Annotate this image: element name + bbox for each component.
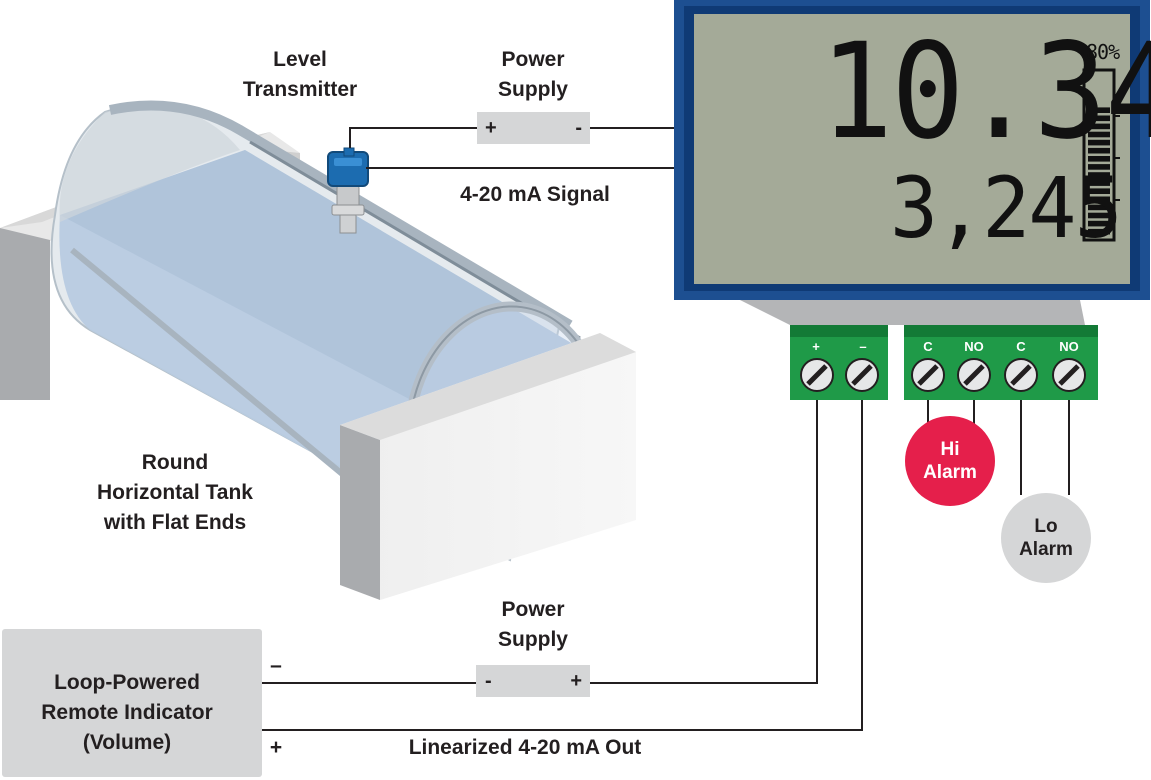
power-supply-bottom: - + (476, 665, 590, 697)
level-transmitter (327, 147, 369, 234)
screw-slot (1058, 364, 1080, 386)
alarm-line: Hi (940, 439, 960, 460)
terminal-label-no2: NO (1059, 339, 1079, 354)
label-line: Supply (497, 628, 568, 651)
terminal-screws (800, 358, 1086, 392)
bargraph-segment (1088, 204, 1110, 211)
alarm-line: Alarm (923, 462, 977, 483)
secondary-reading: 3,245 (890, 159, 1123, 257)
bargraph-segment (1088, 196, 1110, 203)
screw-slot (1010, 364, 1032, 386)
screw-slot (963, 364, 985, 386)
bargraph-segment (1088, 123, 1110, 130)
terminal-label-c2: C (1016, 339, 1026, 354)
label-line: Transmitter (242, 78, 358, 101)
bargraph-segment (1088, 212, 1110, 219)
screw-slot (806, 364, 828, 386)
label-line: (Volume) (82, 731, 172, 754)
signal-label: 4-20 mA Signal (460, 183, 610, 206)
remote-minus: – (270, 654, 282, 677)
bargraph-segment (1088, 139, 1110, 146)
bargraph-segment (1088, 228, 1110, 235)
hi-alarm: Hi Alarm (905, 416, 995, 506)
level-transmitter-label: Level Transmitter (225, 45, 375, 105)
tank-label: Round Horizontal Tank with Flat Ends (70, 448, 280, 538)
bargraph-segment (1088, 115, 1110, 122)
label-line: Round (141, 451, 209, 474)
minus-symbol: - (575, 117, 582, 139)
label-line: with Flat Ends (103, 511, 247, 534)
bargraph-segment (1088, 156, 1110, 162)
wiring-top (349, 127, 674, 169)
remote-plus: + (269, 736, 283, 759)
remote-indicator (2, 629, 262, 777)
power-supply-top: + - (477, 112, 590, 144)
terminal-label-no1: NO (964, 339, 984, 354)
panel-meter (674, 0, 1150, 325)
alarm-line: Alarm (1019, 539, 1073, 560)
power-supply-top-label: Power Supply (463, 45, 603, 105)
bargraph-segment (1088, 220, 1110, 227)
wiring-bottom (262, 400, 863, 731)
alarm-line: Lo (1034, 516, 1058, 537)
bargraph-segment (1088, 188, 1110, 194)
tank-saddle-right (340, 333, 636, 600)
terminal-label-plus: + (812, 339, 820, 354)
lo-alarm: Lo Alarm (1001, 493, 1091, 583)
bar-percent-label: 80% (1086, 40, 1120, 64)
label-line: Power (501, 598, 565, 621)
linearized-out-label: Linearized 4-20 mA Out (408, 736, 642, 759)
label-line: Level (273, 48, 327, 71)
label-line: Power (501, 48, 565, 71)
screw-slot (851, 364, 873, 386)
plus-symbol: + (485, 117, 497, 139)
bargraph-segment (1088, 164, 1110, 170)
bargraph-segment (1088, 107, 1110, 113)
label-line: Remote Indicator (41, 701, 213, 724)
plus-symbol: + (570, 670, 582, 692)
bargraph-segment (1088, 180, 1110, 186)
bargraph-segment (1088, 172, 1110, 178)
bargraph-segment (1088, 147, 1110, 154)
bargraph-segment (1088, 131, 1110, 138)
screw-slot (917, 364, 939, 386)
remote-indicator-label: Loop-Powered Remote Indicator (Volume) (2, 668, 252, 758)
terminal-label-c1: C (923, 339, 933, 354)
level-bargraph (1088, 107, 1110, 235)
label-line: Loop-Powered (54, 671, 200, 694)
minus-symbol: - (485, 670, 492, 692)
terminal-label-minus: – (859, 339, 867, 354)
main-reading: 10.34 (820, 15, 1151, 169)
label-line: Supply (497, 78, 568, 101)
power-supply-bottom-label: Power Supply (463, 595, 603, 655)
label-line: Horizontal Tank (97, 481, 253, 504)
